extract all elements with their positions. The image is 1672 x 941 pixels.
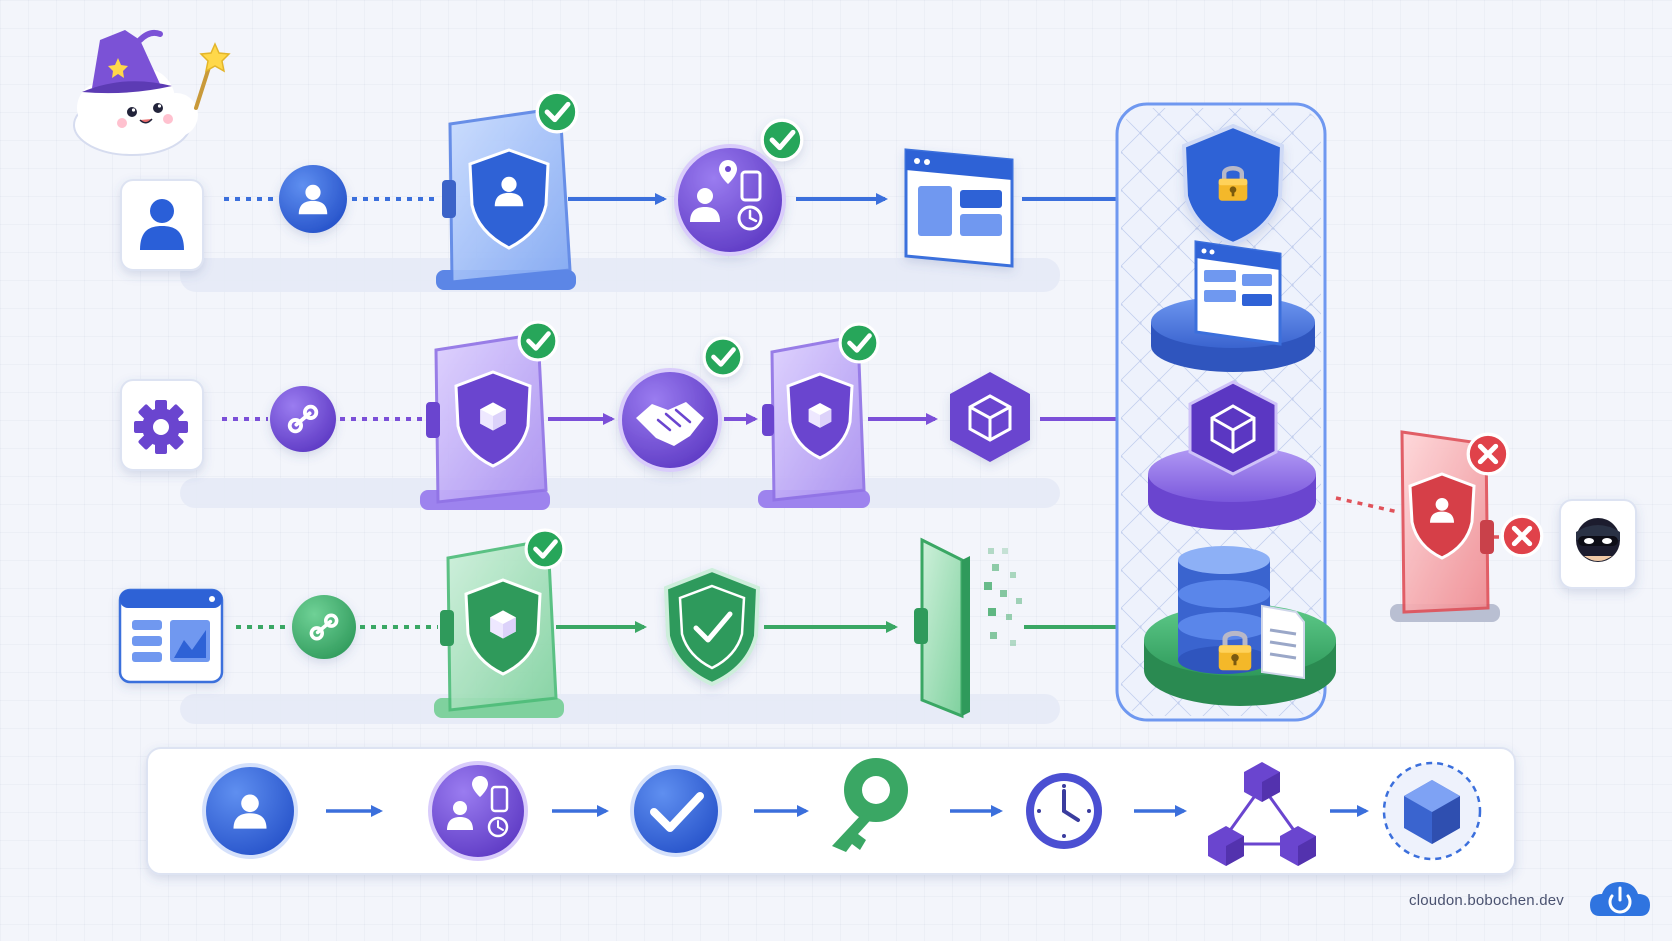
- row-platform-service: [180, 478, 1060, 508]
- service-link-icon: [270, 386, 336, 452]
- step-protected-resource-icon: [1382, 761, 1482, 861]
- step-clock-icon: [1026, 773, 1102, 849]
- service-source-card[interactable]: [120, 379, 204, 471]
- web-app-icon: [904, 148, 1014, 268]
- database-icon: [1178, 546, 1270, 674]
- approved-check-icon: [526, 530, 564, 568]
- context-evaluation-icon: [674, 120, 802, 256]
- user-identity-icon: [279, 165, 347, 233]
- user-source-card[interactable]: [120, 179, 204, 271]
- cloud-power-logo-icon: [1590, 882, 1650, 916]
- app-gateway-green: [434, 530, 564, 718]
- data-particles: [984, 548, 1022, 646]
- wizard-cloud-icon: [73, 29, 231, 156]
- row-service-flow: [120, 322, 1153, 510]
- step-key-icon: [832, 758, 908, 852]
- workload-gateway-purple-1: [420, 322, 557, 510]
- protected-resources-panel: [1115, 102, 1336, 722]
- document-icon: [1261, 604, 1305, 680]
- app-resource-tier: [1151, 240, 1315, 372]
- access-sequence-strip: [146, 747, 1516, 875]
- app-link-icon: [292, 595, 356, 659]
- denied-gateway-red: [1335, 430, 1542, 622]
- step-verify-check-icon: [630, 765, 722, 857]
- attacker-card[interactable]: [1559, 499, 1637, 589]
- approved-check-icon: [762, 120, 802, 160]
- step-microsegment-network-icon: [1208, 762, 1316, 866]
- row-app-flow: [118, 530, 1153, 719]
- row-user-flow: [120, 92, 1153, 290]
- site-url-text: cloudon.bobochen.dev: [1409, 892, 1564, 909]
- green-gate-panel: [914, 537, 970, 719]
- handshake-trust-icon: [618, 338, 742, 472]
- app-source-card[interactable]: [118, 588, 224, 684]
- data-resource-tier: [1144, 546, 1336, 706]
- row-platform-user: [180, 258, 1060, 292]
- security-shield-lock-icon: [1181, 123, 1285, 247]
- microservice-hexagon-icon: [950, 372, 1030, 462]
- verified-shield-icon: [663, 567, 761, 687]
- workload-resource-tier: [1148, 380, 1316, 530]
- row-platform-app: [180, 694, 1060, 724]
- approved-check-icon: [519, 322, 557, 360]
- approved-check-icon: [704, 338, 742, 376]
- identity-gateway-blue: [436, 92, 577, 290]
- masked-attacker-icon: [1576, 518, 1620, 562]
- denied-x-icon: [1468, 434, 1508, 474]
- step-context-icon: [428, 761, 528, 861]
- workload-gateway-purple-2: [758, 324, 878, 508]
- approved-check-icon: [840, 324, 878, 362]
- denied-x-icon: [1502, 516, 1542, 556]
- approved-check-icon: [537, 92, 577, 132]
- step-user-icon: [202, 763, 298, 859]
